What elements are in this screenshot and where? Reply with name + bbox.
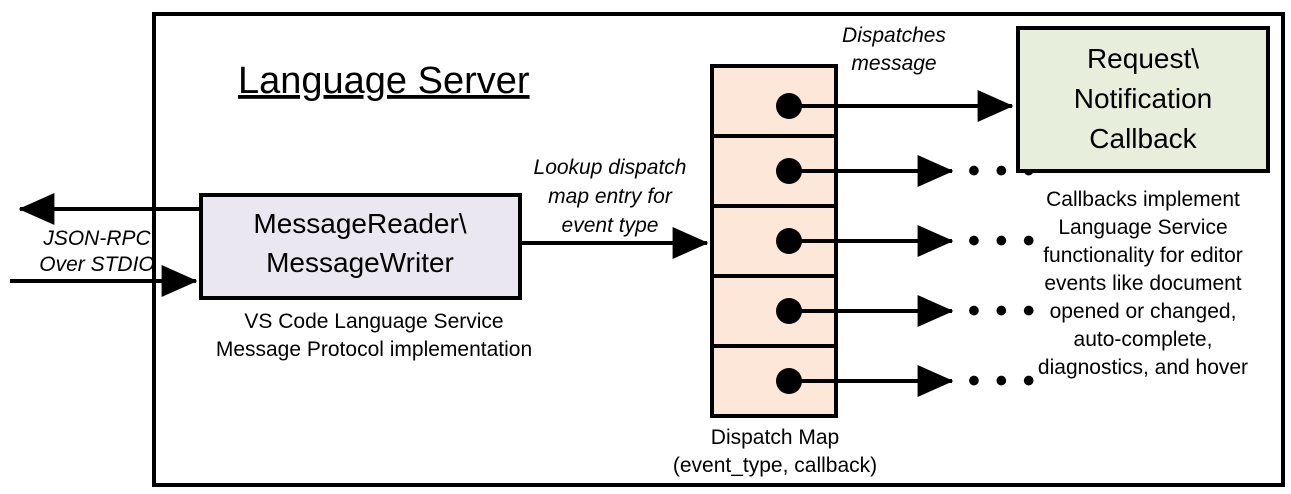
dispatch-map-ellipsis-4: • • • — [968, 292, 1038, 330]
dispatch-message-label-line2: message — [851, 52, 936, 75]
jsonrpc-channel-label-line1: JSON-RPC — [42, 227, 151, 250]
message-reader-writer-caption-line1: VS Code Language Service — [244, 310, 503, 333]
lookup-dispatch-label-line3: event type — [562, 214, 659, 237]
lookup-dispatch-label-line1: Lookup dispatch — [534, 156, 687, 179]
message-reader-writer-label-line1: MessageReader\ — [253, 208, 466, 239]
callback-box-label-line3: Callback — [1089, 123, 1197, 154]
callback-description-line3: functionality for editor — [1043, 244, 1243, 267]
callback-description-line6: auto-complete, — [1074, 328, 1213, 351]
dispatch-message-label-line1: Dispatches — [842, 24, 946, 47]
message-reader-writer-label-line2: MessageWriter — [266, 247, 454, 278]
callback-description-line2: Language Service — [1058, 216, 1227, 239]
language-server-container — [152, 12, 1285, 487]
dispatch-map-table — [710, 64, 838, 418]
page-title: Language Server — [238, 60, 530, 102]
message-reader-writer-caption-line2: Message Protocol implementation — [216, 338, 532, 361]
dispatch-map-ellipsis-3: • • • — [968, 222, 1038, 260]
callback-description-line4: events like document — [1044, 272, 1241, 295]
dispatch-map-row-1 — [710, 64, 838, 138]
callback-description-line5: opened or changed, — [1050, 300, 1237, 323]
callback-box-label-line1: Request\ — [1087, 43, 1199, 74]
lookup-dispatch-label-line2: map entry for — [548, 185, 673, 208]
message-reader-writer-box — [199, 193, 522, 300]
jsonrpc-channel-label-line2: Over STDIO — [39, 253, 155, 276]
dispatch-map-caption-line2: (event_type, callback) — [673, 454, 877, 477]
callback-description-line1: Callbacks implement — [1046, 188, 1240, 211]
dispatch-map-caption-line1: Dispatch Map — [711, 426, 839, 449]
callback-description-line7: diagnostics, and hover — [1038, 356, 1248, 379]
request-notification-callback-box — [1016, 26, 1270, 173]
dispatch-map-ellipsis-5: • • • — [968, 362, 1038, 400]
callback-box-label-line2: Notification — [1074, 83, 1213, 114]
